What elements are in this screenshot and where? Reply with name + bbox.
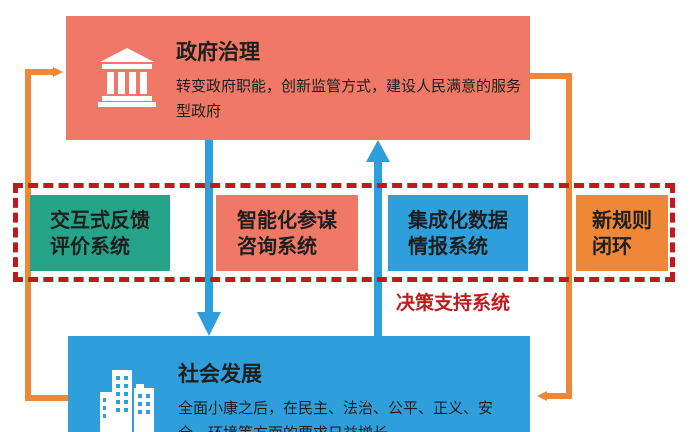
module-line: 智能化参谋 xyxy=(237,208,337,232)
feedback-evaluation-module: 交互式反馈 评价系统 xyxy=(30,195,170,271)
module-line: 情报系统 xyxy=(408,234,488,258)
society-panel: 社会发展 全面小康之后，在民主、法治、公平、正义、安全、环境等方面的要求日益增长 xyxy=(68,336,530,432)
new-rules-loop-module: 新规则 闭环 xyxy=(576,195,668,271)
integrated-data-intel-module: 集成化数据 情报系统 xyxy=(388,195,528,271)
left-feedback-arrow xyxy=(25,67,68,401)
government-description: 转变政府职能，创新监管方式，建设人民满意的服务型政府 xyxy=(176,77,522,120)
government-building-icon xyxy=(98,48,156,107)
decision-support-label: 决策支持系统 xyxy=(396,292,511,314)
city-buildings-icon xyxy=(100,370,154,432)
module-line: 新规则 xyxy=(592,208,652,232)
down-arrow xyxy=(197,140,221,336)
module-line: 集成化数据 xyxy=(408,208,508,232)
right-feedback-arrow xyxy=(530,73,572,401)
government-title: 政府治理 xyxy=(176,40,260,64)
module-line: 评价系统 xyxy=(50,234,130,258)
society-title: 社会发展 xyxy=(178,362,262,386)
government-panel: 政府治理 转变政府职能，创新监管方式，建设人民满意的服务型政府 xyxy=(66,16,530,140)
module-line: 交互式反馈 xyxy=(50,208,150,232)
decision-support-zone xyxy=(13,183,675,282)
module-line: 咨询系统 xyxy=(237,234,317,258)
society-description: 全面小康之后，在民主、法治、公平、正义、安全、环境等方面的要求日益增长 xyxy=(178,399,494,432)
intelligent-consulting-module: 智能化参谋 咨询系统 xyxy=(216,195,358,271)
module-line: 闭环 xyxy=(592,234,632,258)
up-arrow xyxy=(366,140,390,336)
